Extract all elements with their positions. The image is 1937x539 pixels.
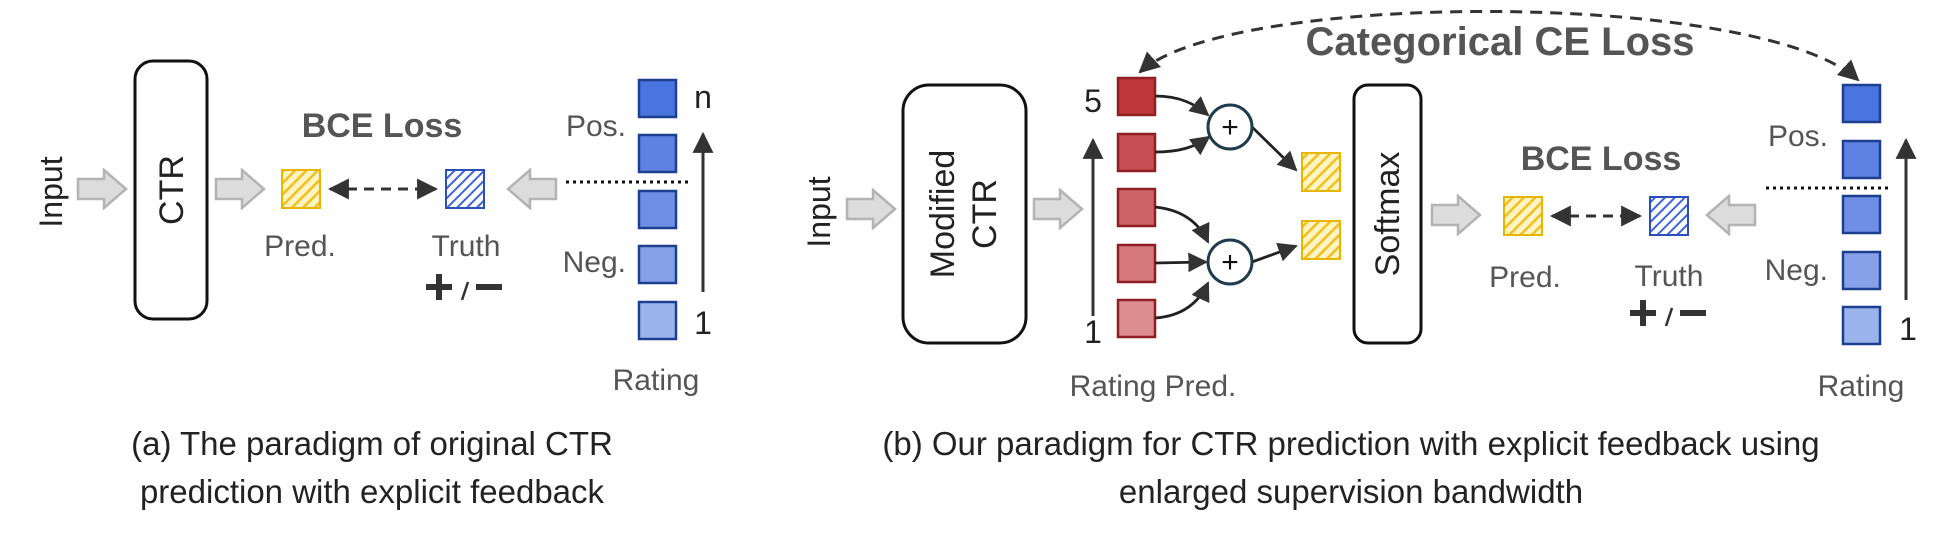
b-rating-pred-square xyxy=(1116,76,1157,117)
a-rating-square xyxy=(637,300,678,341)
a-neg-label: Neg. xyxy=(563,246,626,279)
a-rating-column xyxy=(637,78,678,341)
b-categorical-ce-arrow xyxy=(1138,9,1860,82)
b-sum-connectors xyxy=(1154,94,1298,320)
panel-a: Input CTR Pred. BCE Loss Truth Pos. Neg. xyxy=(33,59,714,510)
b-rating-pred-column xyxy=(1116,76,1157,339)
b-caption-line1: (b) Our paradigm for CTR prediction with… xyxy=(882,425,1819,462)
b-softmax-box xyxy=(1352,83,1423,345)
b-rating-pred-square xyxy=(1116,243,1157,284)
b-softmax-label: Softmax xyxy=(1369,152,1407,277)
b-scale-bottom-pred: 1 xyxy=(1084,314,1102,350)
b-input-label: Input xyxy=(801,176,837,247)
b-modified-ctr-box xyxy=(901,83,1028,345)
a-pred-square xyxy=(281,169,321,209)
b-pos-label: Pos. xyxy=(1768,120,1828,153)
b-rating-square xyxy=(1841,139,1882,180)
a-input-label: Input xyxy=(33,156,69,227)
a-truth-label: Truth xyxy=(432,230,501,263)
b-truth-square xyxy=(1649,196,1689,236)
a-rating-square xyxy=(637,78,678,119)
b-truth-label: Truth xyxy=(1635,260,1704,293)
a-ctr-box xyxy=(133,59,209,321)
b-rating-pred-square xyxy=(1116,187,1157,228)
b-rating-column xyxy=(1841,83,1882,346)
b-rating-pred-label: Rating Pred. xyxy=(1070,370,1237,403)
a-rating-square xyxy=(637,244,678,285)
b-ce-loss-label: Categorical CE Loss xyxy=(1305,20,1694,64)
b-sum-node-bottom xyxy=(1206,238,1254,286)
a-rating-square xyxy=(637,133,678,174)
b-scale-top-pred: 5 xyxy=(1084,83,1102,119)
b-pred-square xyxy=(1503,196,1543,236)
b-rating-pred-square xyxy=(1116,132,1157,173)
b-arrow-input xyxy=(845,188,897,230)
a-arrow-input xyxy=(76,168,128,210)
a-plus-minus-icon xyxy=(426,274,502,301)
b-agg-square-bottom xyxy=(1301,220,1341,260)
a-arrow-ctr xyxy=(214,168,266,210)
b-rating-square xyxy=(1841,250,1882,291)
b-rating-label: Rating xyxy=(1818,370,1905,403)
b-agg-square-top xyxy=(1301,152,1341,192)
b-rating-square xyxy=(1841,194,1882,235)
b-bce-loss-label: BCE Loss xyxy=(1521,140,1682,178)
b-modified-label: Modified xyxy=(924,150,962,279)
b-rating-square xyxy=(1841,305,1882,346)
b-ctr-label: CTR xyxy=(966,179,1004,249)
b-arrow-ctr xyxy=(1032,188,1084,230)
a-rating-square xyxy=(637,189,678,230)
b-sum-plus-top: + xyxy=(1221,111,1239,144)
b-rating-pred-square xyxy=(1116,298,1157,339)
a-arrow-truth xyxy=(506,168,558,210)
a-truth-square xyxy=(445,169,485,209)
b-sum-node-top xyxy=(1206,103,1254,151)
b-arrow-truth xyxy=(1705,194,1757,236)
b-plus-minus-icon xyxy=(1630,300,1706,327)
a-ctr-label: CTR xyxy=(153,155,191,225)
a-caption-line2: prediction with explicit feedback xyxy=(140,473,605,510)
a-scale-bottom: 1 xyxy=(694,305,712,341)
b-neg-label: Neg. xyxy=(1765,254,1828,287)
panel-b: Input Modified CTR 5 1 Rating Pred. xyxy=(801,9,1917,510)
a-bce-loss-label: BCE Loss xyxy=(302,107,463,145)
a-pos-label: Pos. xyxy=(566,110,626,143)
b-scale-bottom: 1 xyxy=(1899,311,1917,347)
b-arrow-softmax xyxy=(1430,194,1482,236)
a-caption-line1: (a) The paradigm of original CTR xyxy=(131,425,613,462)
a-rating-label: Rating xyxy=(613,364,700,397)
b-rating-square xyxy=(1841,83,1882,124)
b-pred-label: Pred. xyxy=(1489,261,1561,294)
b-caption-line2: enlarged supervision bandwidth xyxy=(1119,473,1583,510)
a-scale-top: n xyxy=(694,79,712,115)
a-pred-label: Pred. xyxy=(264,230,336,263)
b-sum-plus-bottom: + xyxy=(1221,246,1239,279)
